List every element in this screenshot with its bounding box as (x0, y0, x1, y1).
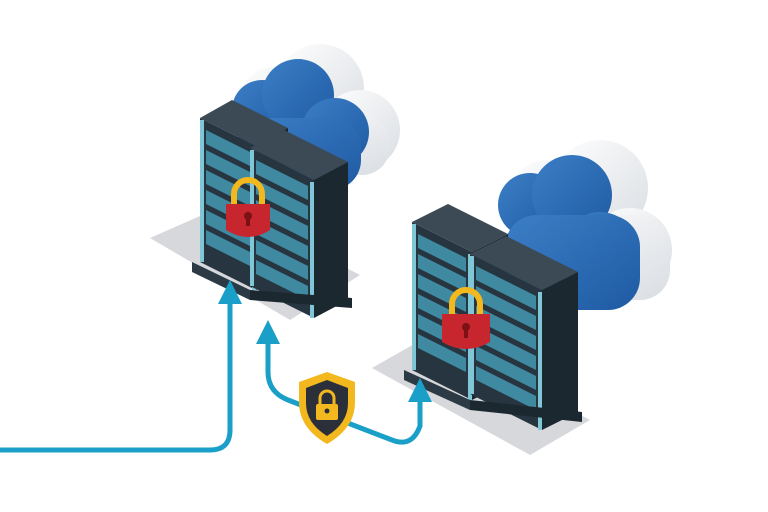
arrow-up-icon (256, 320, 280, 344)
connector-lines (0, 297, 423, 453)
server-group-left (192, 100, 352, 318)
arrow-up-icon (218, 280, 242, 304)
arrow-up-icon (408, 378, 432, 402)
connector-line-incoming (0, 297, 233, 453)
server-rack-icon (470, 236, 578, 430)
server-rack-icon (250, 130, 348, 318)
padlock-icon (442, 287, 490, 349)
shield-lock-icon (299, 372, 355, 444)
server-group-right (404, 204, 582, 430)
padlock-icon (226, 177, 270, 237)
